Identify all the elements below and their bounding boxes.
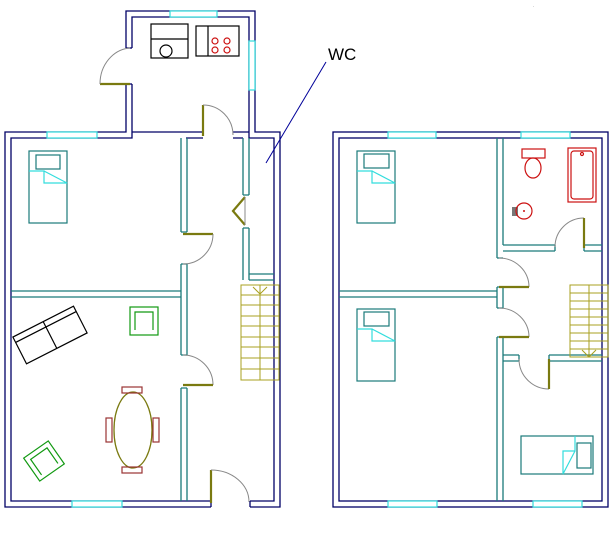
kitchen-hall-door [201, 104, 234, 136]
bedroom-2-door [498, 307, 530, 339]
single-bed [520, 435, 594, 475]
bathroom-door [554, 217, 586, 248]
ground-internal-walls [11, 138, 274, 501]
front-door [209, 469, 250, 503]
washing-machine [150, 23, 189, 59]
toilet [521, 148, 546, 179]
ground-stairs [240, 284, 280, 381]
stray-mark: . [533, 3, 534, 8]
armchair [129, 306, 159, 336]
first-internal-walls [339, 138, 602, 501]
living-room-door [182, 354, 214, 387]
bathtub [567, 147, 597, 203]
front-room-door [182, 232, 214, 265]
kitchen-side-window [248, 40, 256, 91]
bedroom-2-window [387, 500, 438, 508]
bedroom-1-door [498, 257, 530, 289]
single-bed [356, 308, 396, 382]
bedroom-1-window [387, 131, 437, 139]
bathroom-window [520, 131, 571, 139]
washbasin [512, 202, 533, 220]
first-floor [332, 131, 609, 508]
bedroom-3-window [532, 500, 583, 508]
kitchen-back-door [99, 47, 131, 86]
wc-leader-line [265, 61, 327, 164]
sofa [12, 305, 88, 365]
ground-floor [4, 10, 281, 508]
bedroom-3-door [518, 358, 551, 390]
single-bed [28, 150, 68, 224]
first-stairs [569, 284, 609, 358]
wc-annotation: WC [265, 45, 356, 164]
tap-icon [512, 207, 518, 216]
kitchen-top-window [169, 10, 218, 18]
cooker-hob [195, 25, 240, 57]
single-bed [356, 150, 396, 224]
wc-door [231, 196, 246, 226]
corner-armchair [22, 440, 66, 482]
front-room-window [46, 131, 98, 139]
wc-label: WC [328, 45, 356, 64]
dining-table [105, 386, 160, 474]
living-room-window [71, 500, 123, 508]
